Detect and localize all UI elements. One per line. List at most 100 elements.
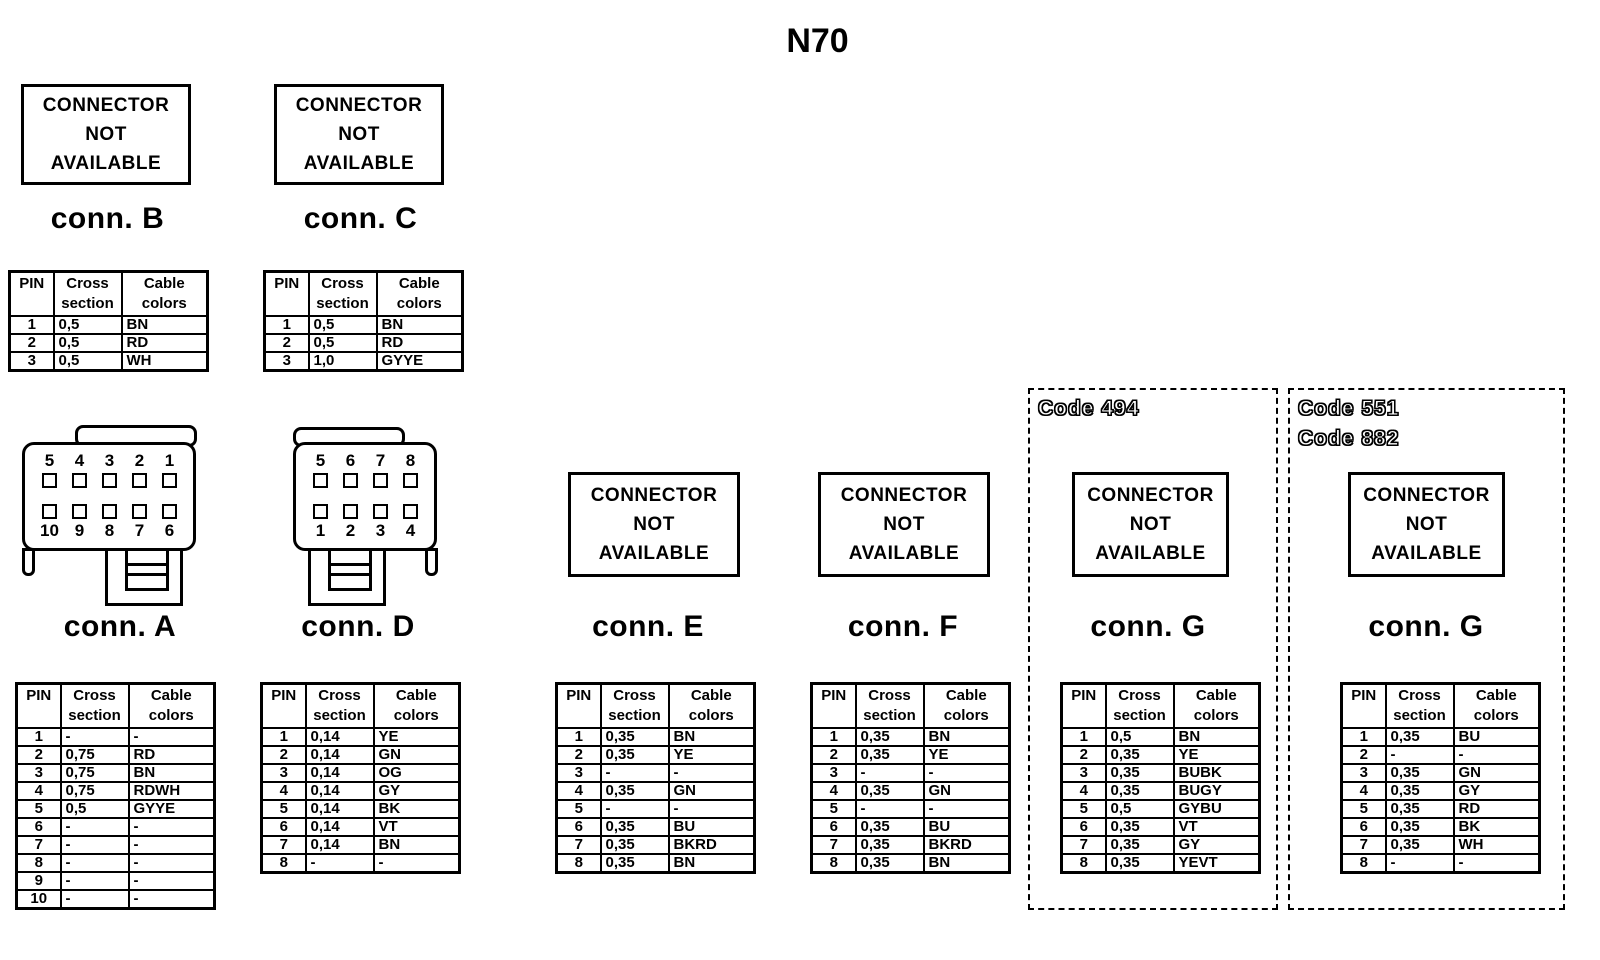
table-row: 10 - -: [15, 888, 216, 909]
pin: 6: [343, 452, 358, 488]
pin: 8: [102, 504, 117, 540]
table-row: 4 0,35 GY: [1340, 780, 1541, 801]
pin-number: 1: [315, 521, 326, 540]
table-row: 9 - -: [15, 870, 216, 891]
pin-socket-icon: [132, 504, 147, 519]
header-pin: PIN: [555, 682, 602, 729]
pin: 3: [102, 452, 117, 488]
connector-side-tab: [425, 548, 438, 576]
pin-socket-icon: [343, 473, 358, 488]
connector-c-table: PIN Cross section Cable colors 1 0,5 BN …: [263, 270, 464, 372]
pin-socket-icon: [72, 504, 87, 519]
table-row: 4 0,14 GY: [260, 780, 461, 801]
table-row: 5 - -: [555, 798, 756, 819]
header-pin: PIN: [810, 682, 857, 729]
connector-g1-not-available-box: CONNECTOR NOT AVAILABLE: [1072, 472, 1229, 577]
header-cable-colors: Cable colors: [127, 682, 216, 729]
connector-body: 5 4 3 2 1 10: [22, 442, 196, 551]
header-cross-section: Cross section: [854, 682, 925, 729]
table-header-row: PIN Cross section Cable colors: [15, 682, 216, 729]
table-row: 3 - -: [810, 762, 1011, 783]
connector-f-not-available-box: CONNECTOR NOT AVAILABLE: [818, 472, 990, 577]
pin-number: 4: [74, 451, 85, 470]
pin: 6: [162, 504, 177, 540]
table-row: 7 0,35 BKRD: [810, 834, 1011, 855]
header-cable-colors: Cable colors: [120, 270, 209, 317]
table-row: 1 0,5 BN: [1060, 726, 1261, 747]
table-row: 1 0,35 BU: [1340, 726, 1541, 747]
table-row: 3 0,14 OG: [260, 762, 461, 783]
pin: 4: [72, 452, 87, 488]
connector-g2-label: conn. G: [1368, 610, 1484, 643]
connector-d-drawing: 5 6 7 8 1 2: [290, 418, 520, 618]
table-row: 5 0,14 BK: [260, 798, 461, 819]
code-494-variant-box: Code 494: [1028, 388, 1278, 910]
connector-g2-table: PIN Cross section Cable colors 1 0,35 BU…: [1340, 682, 1541, 874]
table-header-row: PIN Cross section Cable colors: [260, 682, 461, 729]
table-row: 3 1,0 GYYE: [263, 350, 464, 371]
pin-socket-icon: [313, 504, 328, 519]
table-row: 4 0,75 RDWH: [15, 780, 216, 801]
table-header-row: PIN Cross section Cable colors: [1340, 682, 1541, 729]
table-row: 3 0,35 BUBK: [1060, 762, 1261, 783]
pin-number: 3: [375, 521, 386, 540]
table-row: 6 0,35 VT: [1060, 816, 1261, 837]
pin-number: 7: [134, 521, 145, 540]
header-pin: PIN: [1060, 682, 1107, 729]
table-row: 8 0,35 YEVT: [1060, 852, 1261, 873]
table-row: 7 0,35 BKRD: [555, 834, 756, 855]
table-header-row: PIN Cross section Cable colors: [8, 270, 209, 317]
table-row: 2 0,75 RD: [15, 744, 216, 765]
table-row: 6 0,14 VT: [260, 816, 461, 837]
connector-d-table: PIN Cross section Cable colors 1 0,14 YE…: [260, 682, 461, 874]
pin: 1: [313, 504, 328, 540]
latch-detail: [125, 551, 169, 591]
connector-g2-not-available-box: CONNECTOR NOT AVAILABLE: [1348, 472, 1505, 577]
table-row: 6 0,35 BK: [1340, 816, 1541, 837]
pin-number: 8: [405, 451, 416, 470]
pin: 4: [403, 504, 418, 540]
header-cross-section: Cross section: [599, 682, 670, 729]
table-header-row: PIN Cross section Cable colors: [263, 270, 464, 317]
connector-g1-label: conn. G: [1090, 610, 1206, 643]
table-row: 1 0,14 YE: [260, 726, 461, 747]
pin: 2: [132, 452, 147, 488]
table-row: 7 - -: [15, 834, 216, 855]
connector-b-label: conn. B: [50, 202, 165, 235]
table-row: 3 0,35 GN: [1340, 762, 1541, 783]
pin-number: 2: [134, 451, 145, 470]
table-row: 5 0,5 GYYE: [15, 798, 216, 819]
pin-socket-icon: [102, 473, 117, 488]
header-cable-colors: Cable colors: [1452, 682, 1541, 729]
pin: 3: [373, 504, 388, 540]
connector-b-not-available-box: CONNECTOR NOT AVAILABLE: [21, 84, 191, 185]
table-row: 6 0,35 BU: [555, 816, 756, 837]
pin-number: 5: [315, 451, 326, 470]
table-row: 8 - -: [15, 852, 216, 873]
pin-number: 1: [164, 451, 175, 470]
header-cable-colors: Cable colors: [667, 682, 756, 729]
header-cable-colors: Cable colors: [372, 682, 461, 729]
header-cable-colors: Cable colors: [375, 270, 464, 317]
connector-side-tab: [22, 548, 35, 576]
table-row: 2 0,35 YE: [555, 744, 756, 765]
pin: 2: [343, 504, 358, 540]
header-pin: PIN: [1340, 682, 1387, 729]
pin: 7: [132, 504, 147, 540]
table-row: 8 0,35 BN: [555, 852, 756, 873]
pin-socket-icon: [313, 473, 328, 488]
connector-body: 5 6 7 8 1 2: [293, 442, 437, 551]
header-cross-section: Cross section: [52, 270, 123, 317]
table-row: 2 0,5 RD: [8, 332, 209, 353]
table-row: 5 - -: [810, 798, 1011, 819]
table-row: 8 - -: [260, 852, 461, 873]
connector-latch: [308, 548, 386, 606]
table-row: 1 0,35 BN: [810, 726, 1011, 747]
pin: 8: [403, 452, 418, 488]
table-row: 1 0,5 BN: [8, 314, 209, 335]
table-row: 3 0,5 WH: [8, 350, 209, 371]
connector-d-label: conn. D: [301, 610, 415, 643]
table-row: 8 - -: [1340, 852, 1541, 873]
